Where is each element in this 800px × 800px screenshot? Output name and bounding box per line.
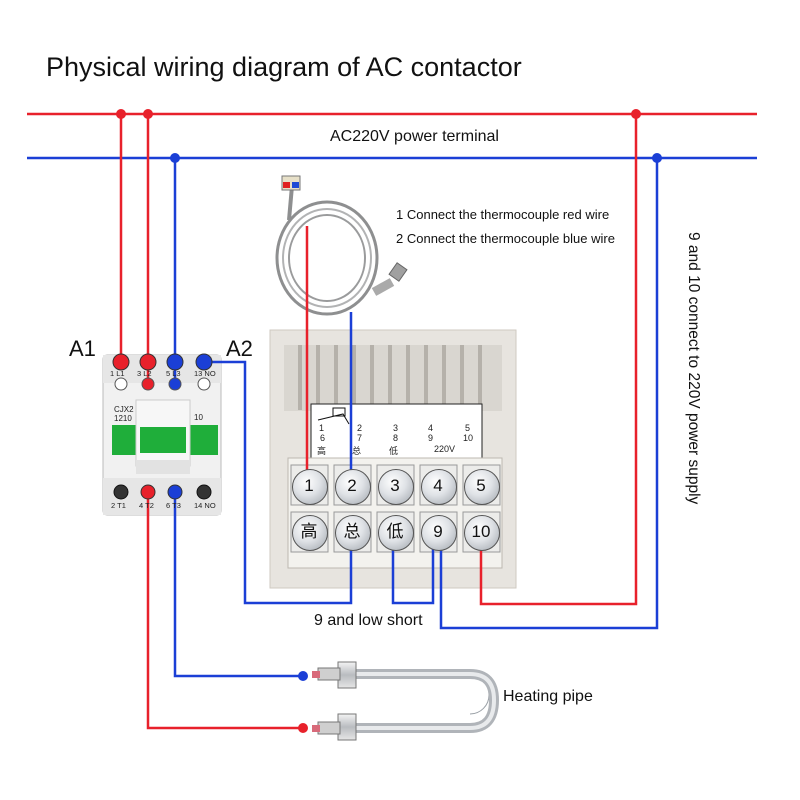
page-title: Physical wiring diagram of AC contactor <box>46 52 522 82</box>
wire-t3-to-heater <box>173 492 303 678</box>
terminal-label-10: 10 <box>471 522 491 541</box>
terminal-label-3: 3 <box>390 476 400 495</box>
terminal-label-1: 1 <box>304 476 314 495</box>
panel-row1-4: 4 <box>428 423 434 433</box>
contactor-top-label-1: 1 L1 <box>110 369 125 378</box>
contactor-terminals <box>112 353 213 500</box>
wire-short-low-9 <box>391 532 435 605</box>
terminal-label-2: 2 <box>347 476 357 495</box>
terminal-screw-common <box>335 515 371 551</box>
panel-row1-1: 1 <box>319 423 325 433</box>
panel-row2-1: 6 <box>320 433 326 443</box>
short-note: 9 and low short <box>314 612 423 629</box>
terminal-screw-3 <box>378 469 414 505</box>
terminal-screw-high <box>292 515 328 551</box>
heater-label: Heating pipe <box>503 688 593 705</box>
panel-row2-2: 7 <box>357 433 363 443</box>
terminal-label-low: 低 <box>386 522 404 541</box>
panel-row2-5: 10 <box>463 433 474 443</box>
panel-row3-low: 低 <box>389 446 399 456</box>
terminal-screw-2 <box>335 469 371 505</box>
contactor-model-line-1: CJX2 <box>114 405 134 414</box>
contactor-top-label-2: 3 L2 <box>137 369 152 378</box>
wire-live-to-terminal-10 <box>479 114 638 606</box>
wire-a2-to-common <box>204 360 353 605</box>
supply-note: 9 and 10 connect to 220V power supply <box>685 232 702 505</box>
terminal-screw-5 <box>464 469 500 505</box>
contactor-top-label-3: 5 L3 <box>166 369 181 378</box>
thermocouple-note-2: 2 Connect the thermocouple blue wire <box>396 231 615 246</box>
contactor-model-line-2: 1210 <box>114 414 132 423</box>
panel-row1-3: 3 <box>393 423 399 433</box>
contactor-top-label-4: 13 NO <box>194 369 216 378</box>
contactor-bottom-label-1: 2 T1 <box>111 501 126 510</box>
coil-label-a1: A1 <box>69 336 96 361</box>
wire-t2-to-heater <box>146 492 303 730</box>
contactor-bottom-label-2: 4 T2 <box>139 501 154 510</box>
terminal-label-common: 总 <box>343 522 361 541</box>
panel-row1-5: 5 <box>465 423 471 433</box>
thermocouple-note-1: 1 Connect the thermocouple red wire <box>396 207 610 222</box>
terminal-label-5: 5 <box>476 476 486 495</box>
wire-neutral-to-terminal-9 <box>439 158 659 630</box>
connection-dots <box>116 109 662 733</box>
terminal-screw-4 <box>421 469 457 505</box>
power-terminal-label: AC220V power terminal <box>330 128 499 145</box>
terminal-screw-9 <box>421 515 457 551</box>
terminal-label-4: 4 <box>433 476 443 495</box>
coil-label-a2: A2 <box>226 336 253 361</box>
controller-label-symbol <box>317 407 350 425</box>
heating-pipe <box>312 661 500 741</box>
contactor-bottom-label-4: 14 NO <box>194 501 216 510</box>
panel-row3-high: 高 <box>317 446 327 456</box>
terminal-label-high: 高 <box>300 522 318 541</box>
terminal-screw-10 <box>464 515 500 551</box>
terminal-screw-low <box>378 515 414 551</box>
terminal-label-9: 9 <box>433 522 443 541</box>
panel-row1-2: 2 <box>357 423 363 433</box>
panel-row2-4: 9 <box>428 433 434 443</box>
panel-row3-common: 总 <box>352 446 362 456</box>
panel-row2-3: 8 <box>393 433 399 443</box>
terminal-screw-1 <box>292 469 328 505</box>
contactor-bottom-label-3: 6 T3 <box>166 501 181 510</box>
contactor-side-mark: 10 <box>194 413 203 422</box>
panel-row3-voltage: 220V <box>434 444 456 454</box>
thermocouple-probe <box>275 175 408 316</box>
